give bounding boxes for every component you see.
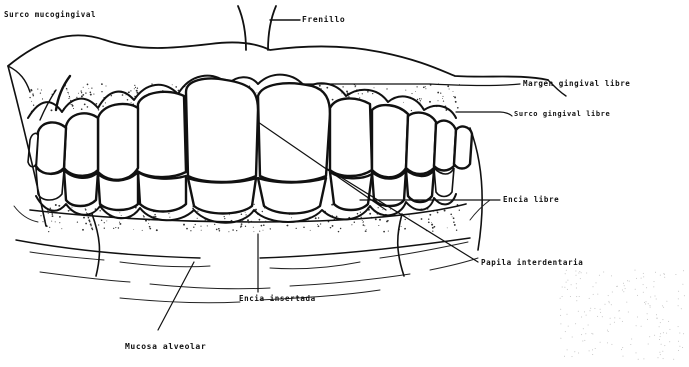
paper-noise [560,270,685,360]
label-encia-libre: Encia libre [503,195,559,204]
ink-marks [40,76,70,120]
label-mucosa-alveolar: Mucosa alveolar [125,342,206,351]
label-surco-gingival-libre: Surco gingival libre [514,110,610,118]
label-papila-interdentaria: Papila interdentaria [481,258,583,267]
label-margen-gingival-libre: Margen gingival libre [523,79,630,88]
label-encia-insertada: Encia insertada [239,294,316,303]
label-frenillo: Frenillo [302,15,345,24]
upper-teeth [28,75,472,182]
label-surco-mucogingival: Surco mucogingival [4,10,96,19]
